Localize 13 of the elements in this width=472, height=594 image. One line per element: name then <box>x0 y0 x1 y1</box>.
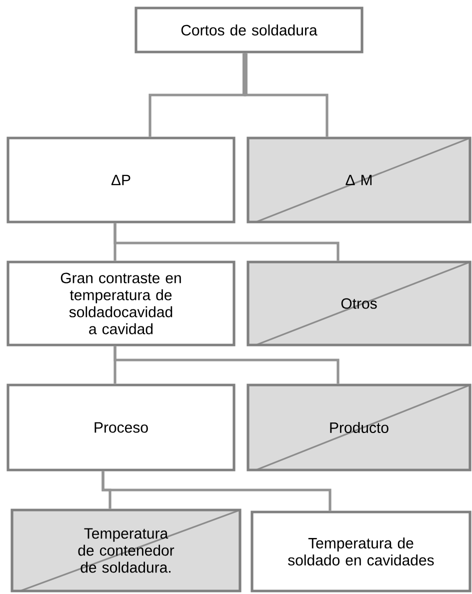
category-box: Gran contraste en temperatura de soldadocavidad a cavidad <box>6 260 236 346</box>
category-box: Proceso <box>6 384 236 472</box>
crossed-out-box: Otros <box>246 260 472 346</box>
connector-line <box>102 471 332 511</box>
root-box: Cortos de soldadura <box>134 6 364 54</box>
connector-line <box>114 346 340 384</box>
crossed-out-box: Temperatura de contenedor de soldadura. <box>10 508 242 592</box>
category-box: ΔP <box>6 136 236 224</box>
connector-line <box>244 53 328 137</box>
connector-line <box>114 223 340 261</box>
crossed-out-box: Δ M <box>246 136 472 224</box>
category-box: Temperatura de soldado en cavidades <box>250 510 472 592</box>
crossed-out-box: Producto <box>246 384 472 472</box>
